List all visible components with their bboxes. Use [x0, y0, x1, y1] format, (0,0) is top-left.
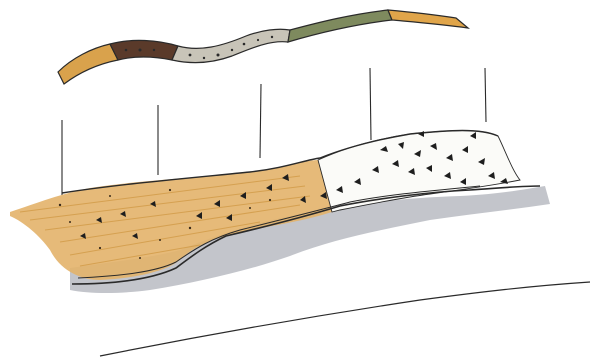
- vertical-line-4: [370, 68, 371, 140]
- upper-band-ochre-segment: [58, 44, 118, 84]
- lower-curve: [100, 282, 590, 356]
- vertical-line-5: [485, 68, 486, 122]
- upper-band-brown-segment: [110, 40, 178, 60]
- upper-band: [58, 10, 468, 84]
- upper-band-ochre-tip: [388, 10, 468, 28]
- upper-band-olive-segment: [288, 10, 392, 42]
- vertical-line-3: [260, 84, 261, 158]
- upper-band-gray-segment: [172, 29, 290, 62]
